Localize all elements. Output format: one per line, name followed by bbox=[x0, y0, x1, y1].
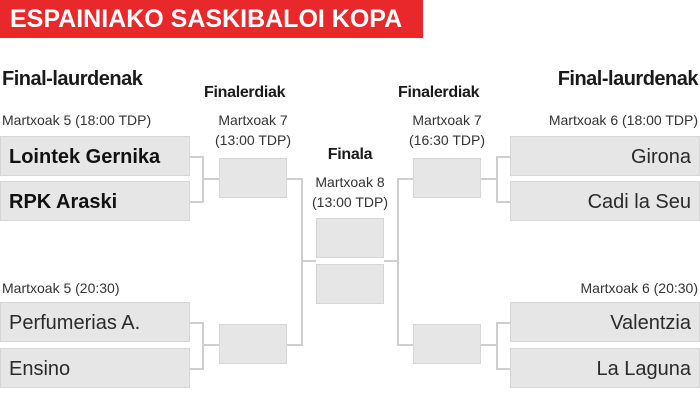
left-match2-team2: Ensino bbox=[0, 348, 190, 388]
right-match1-team2: Cadi la Seu bbox=[510, 181, 700, 221]
right-semi-date-line1: Martxoak 7 bbox=[412, 112, 482, 128]
left-semi-slot2 bbox=[219, 324, 287, 364]
final-date-line2: (13:00 TDP) bbox=[312, 194, 388, 210]
left-semi-date-line1: Martxoak 7 bbox=[218, 112, 288, 128]
final-slot1 bbox=[316, 218, 384, 258]
right-semi-date-line2: (16:30 TDP) bbox=[409, 132, 485, 148]
left-match1-team1: Lointek Gernika bbox=[0, 136, 190, 176]
final-label: Finala bbox=[327, 146, 373, 163]
right-match2-team2: La Laguna bbox=[510, 348, 700, 388]
left-semi-label: Finalerdiak bbox=[204, 84, 286, 101]
final-slot2 bbox=[316, 264, 384, 304]
left-semi-slot1 bbox=[219, 158, 287, 198]
final-date-line1: Martxoak 8 bbox=[315, 174, 385, 190]
right-match1-date: Martxoak 6 (18:00 TDP) bbox=[548, 112, 698, 128]
right-match2-date: Martxoak 6 (20:30) bbox=[580, 280, 699, 296]
left-semi-date-line2: (13:00 TDP) bbox=[215, 132, 291, 148]
right-match2-team1: Valentzia bbox=[510, 302, 700, 342]
right-semi-slot2 bbox=[413, 324, 481, 364]
right-match1-team1: Girona bbox=[510, 136, 700, 176]
left-match1-date: Martxoak 5 (18:00 TDP) bbox=[2, 112, 152, 128]
left-match1-team2: RPK Araski bbox=[0, 181, 190, 221]
right-semi-slot1 bbox=[413, 158, 481, 198]
page-title: ESPAINIAKO SASKIBALOI KOPA bbox=[0, 0, 423, 38]
left-round-label: Final-laurdenak bbox=[2, 68, 143, 90]
left-match2-team1: Perfumerias A. bbox=[0, 302, 190, 342]
right-semi-label: Finalerdiak bbox=[398, 84, 480, 101]
right-round-label: Final-laurdenak bbox=[557, 68, 699, 90]
left-match2-date: Martxoak 5 (20:30) bbox=[2, 280, 120, 296]
